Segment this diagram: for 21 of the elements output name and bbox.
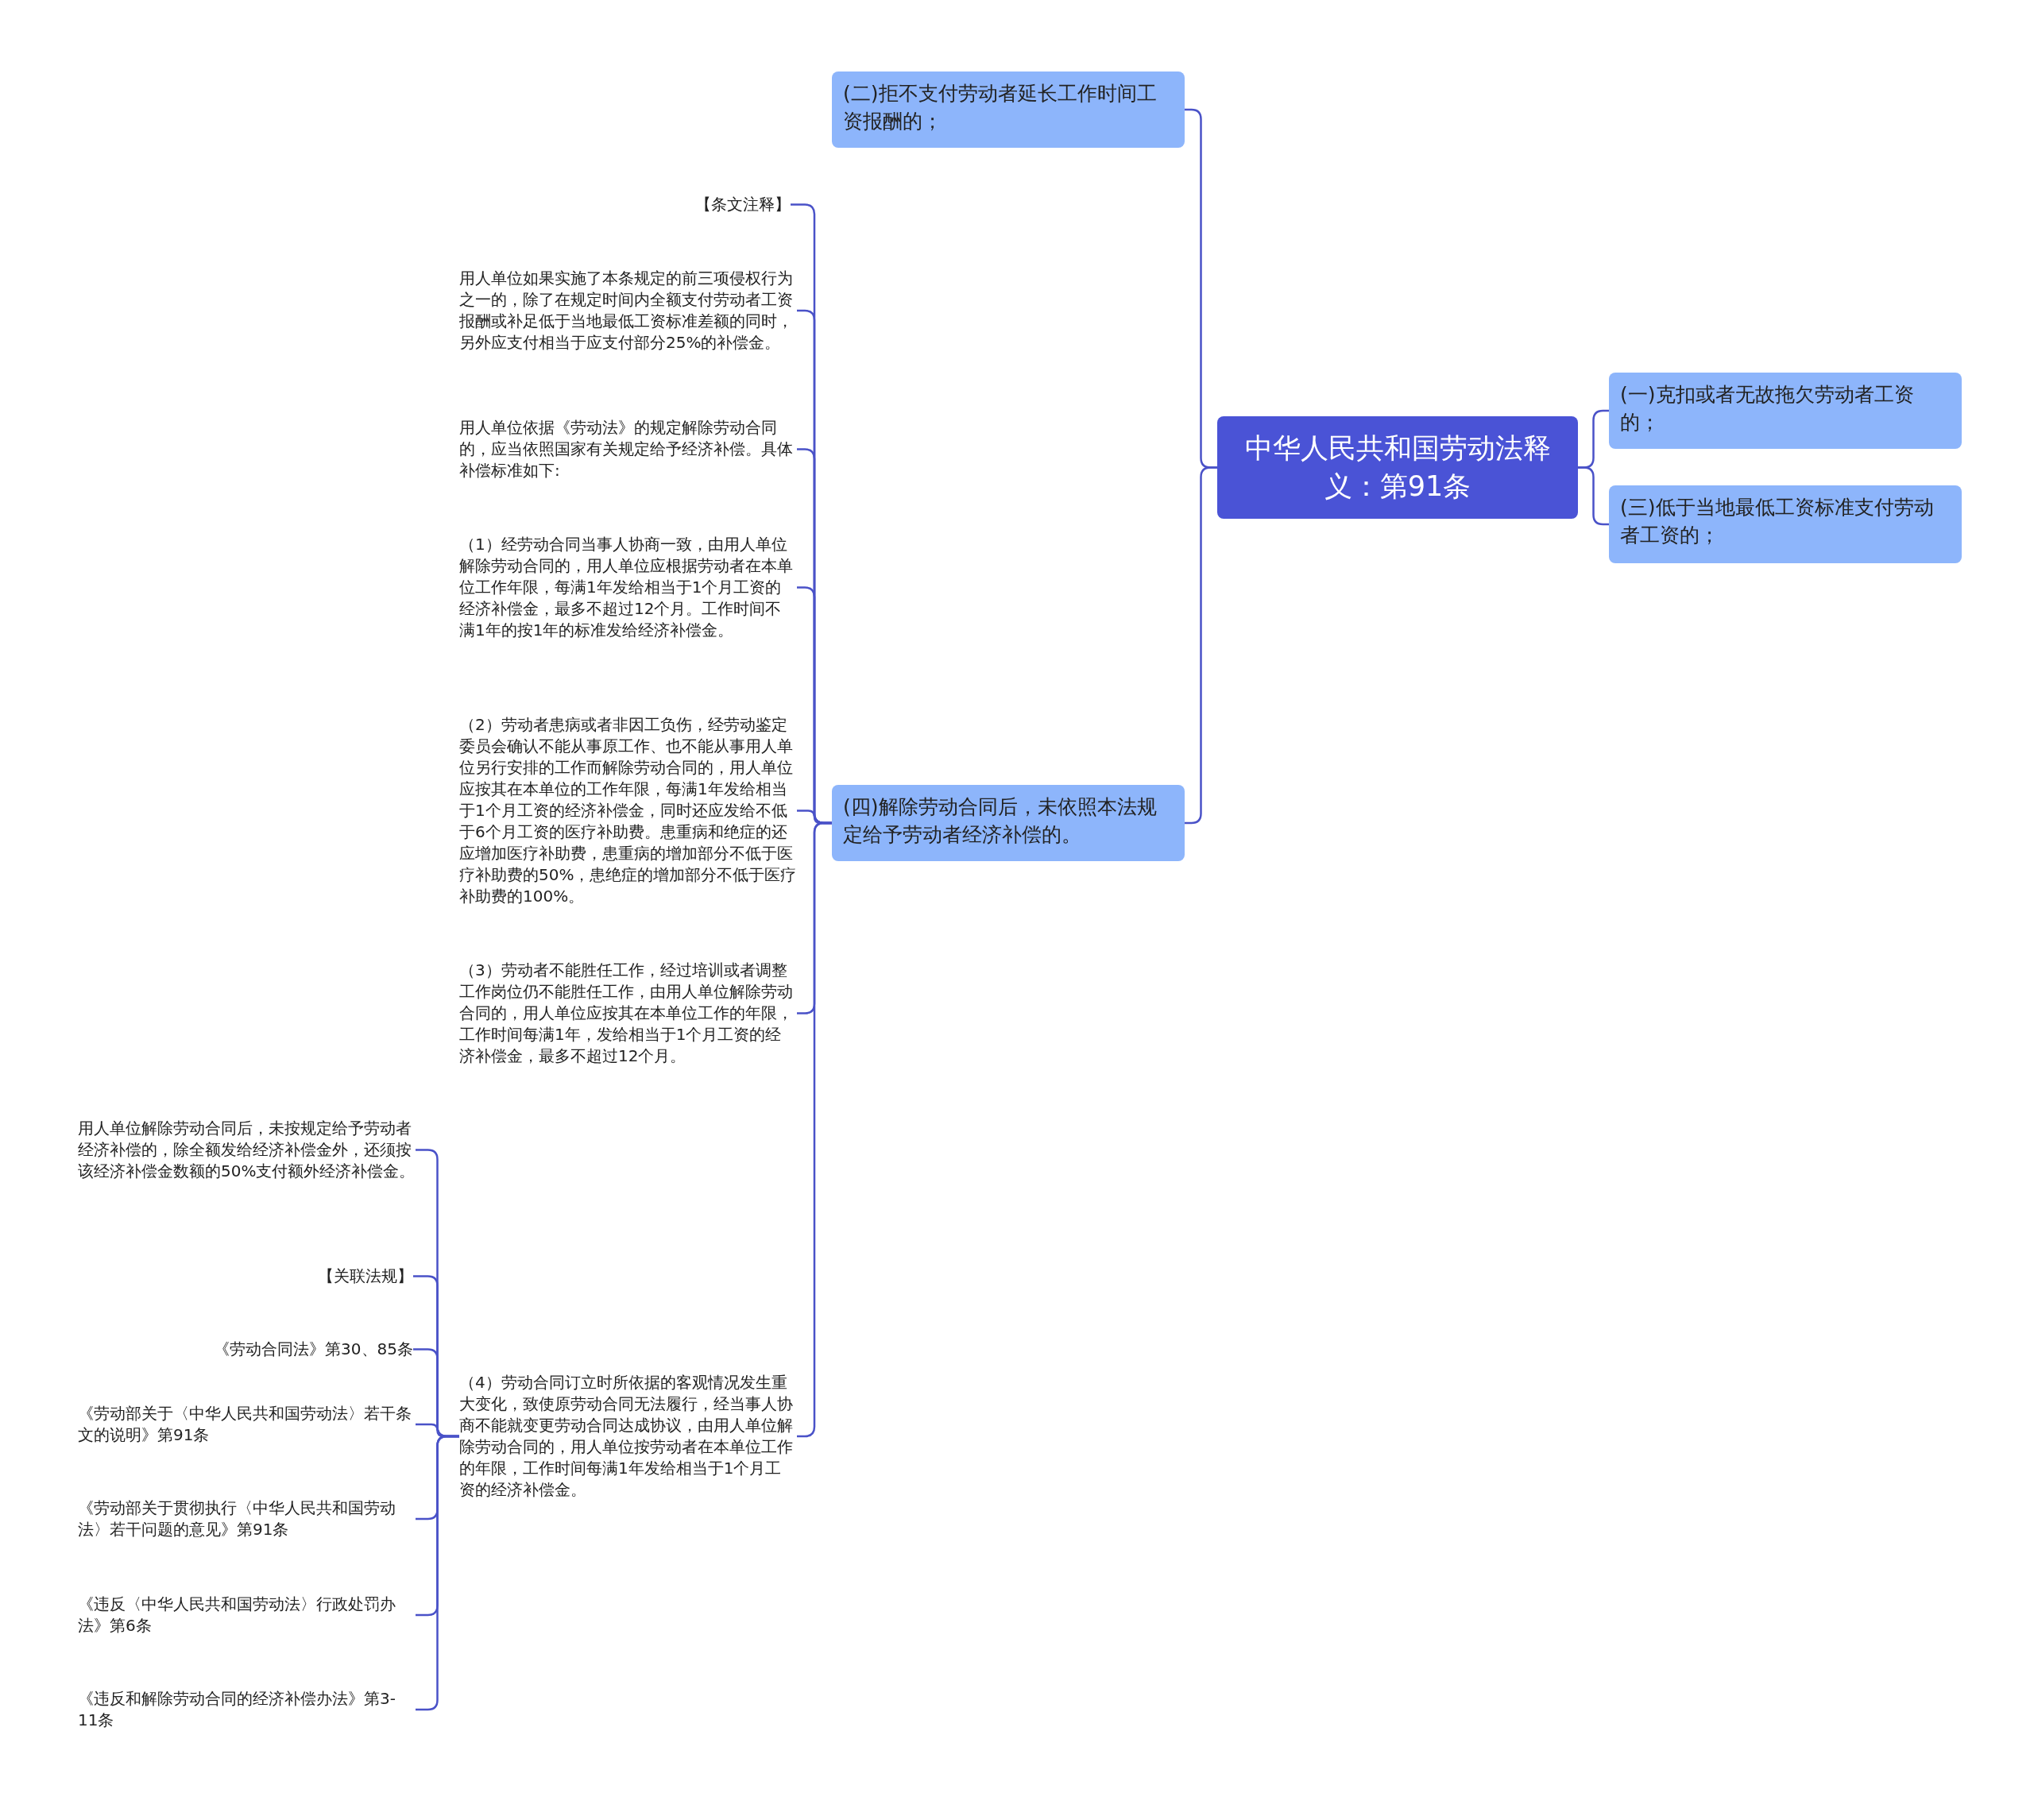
- note-text: 【关联法规】: [318, 1265, 413, 1287]
- connector-line: [1578, 466, 1609, 526]
- topic-box: (四)解除劳动合同后，未依照本法规定给予劳动者经济补偿的。: [832, 785, 1185, 861]
- note-text: （1）经劳动合同当事人协商一致，由用人单位解除劳动合同的，用人单位应根据劳动者在本单位工作年限，每满1年发给相当于1个月工资的经济补偿金，最多不超过12个月。工作时间不满1年的按1年的标准发给经济补偿金。: [459, 534, 797, 641]
- central-topic-box: 中华人民共和国劳动法释义：第91条: [1217, 416, 1578, 519]
- topic-box: (三)低于当地最低工资标准支付劳动者工资的；: [1609, 485, 1962, 563]
- note-text: 用人单位解除劳动合同后，未按规定给予劳动者经济补偿的，除全额发给经济补偿金外，还须按该经济补偿金数额的50%支付额外经济补偿金。: [78, 1118, 416, 1182]
- topic-box: (二)拒不支付劳动者延长工作时间工资报酬的；: [832, 71, 1185, 148]
- note-text: （4）劳动合同订立时所依据的客观情况发生重大变化，致使原劳动合同无法履行，经当事人协商不能就变更劳动合同达成协议，由用人单位解除劳动合同的，用人单位按劳动者在本单位工作的年限，工作时间每满1年发给相当于1个月工资的经济补偿金。: [459, 1372, 797, 1501]
- note-text: 《劳动部关于〈中华人民共和国劳动法〉若干条文的说明》第91条: [78, 1403, 416, 1446]
- note-text: 《劳动合同法》第30、85条: [214, 1339, 413, 1360]
- note-text: （2）劳动者患病或者非因工负伤，经劳动鉴定委员会确认不能从事原工作、也不能从事用人单位另行安排的工作而解除劳动合同的，用人单位应按其在本单位的工作年限，每满1年发给相当于1个月工资的经济补偿金，同时还应发给不低于6个月工资的医疗补助费。患重病和绝症的还应增加医疗补助费，患重病的增加部分不低于医疗补助费的50%，患绝症的增加部分不低于医疗补助费的100%。: [459, 714, 797, 907]
- connector-line: [1185, 466, 1217, 825]
- note-text: 《违反〈中华人民共和国劳动法〉行政处罚办法》第6条: [78, 1594, 416, 1636]
- note-text: 《劳动部关于贯彻执行〈中华人民共和国劳动法〉若干问题的意见》第91条: [78, 1497, 416, 1540]
- note-text: 用人单位依据《劳动法》的规定解除劳动合同的，应当依照国家有关规定给予经济补偿。具体补偿标准如下:: [459, 417, 797, 481]
- topic-box: (一)克扣或者无故拖欠劳动者工资的；: [1609, 373, 1962, 449]
- note-text: （3）劳动者不能胜任工作，经过培训或者调整工作岗位仍不能胜任工作，由用人单位解除劳动合同的，用人单位应按其在本单位工作的年限，工作时间每满1年，发给相当于1个月工资的经济补偿金，最多不超过12个月。: [459, 960, 797, 1067]
- note-text: 《违反和解除劳动合同的经济补偿办法》第3-11条: [78, 1688, 416, 1731]
- note-text: 用人单位如果实施了本条规定的前三项侵权行为之一的，除了在规定时间内全额支付劳动者工资报酬或补足低于当地最低工资标准差额的同时，另外应支付相当于应支付部分25%的补偿金。: [459, 268, 797, 354]
- note-text: 【条文注释】: [695, 194, 791, 215]
